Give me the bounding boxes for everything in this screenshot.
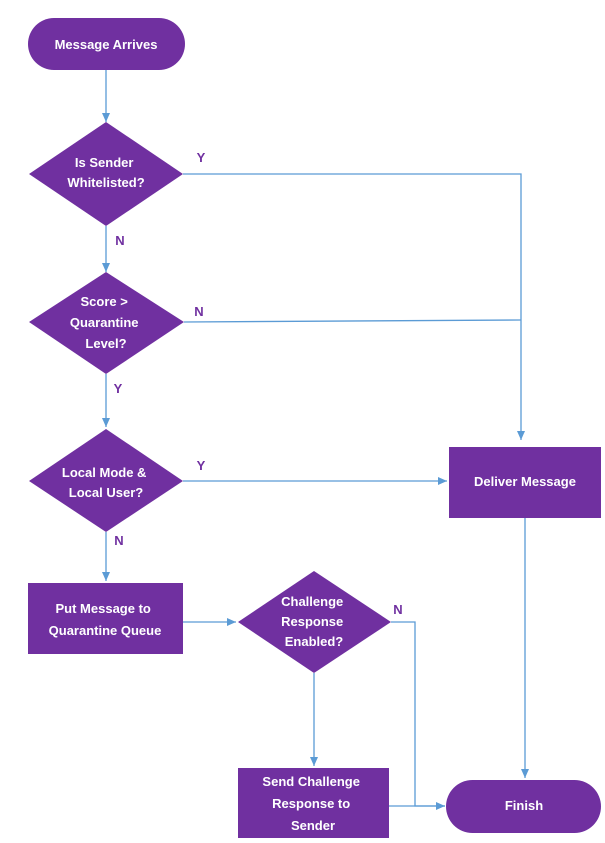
node-label-line: Finish <box>505 798 543 813</box>
edge-label-whitelisted-yes: Y <box>197 150 206 165</box>
svg-text:Message Arrives: Message Arrives <box>55 37 158 52</box>
node-label-line: Send Challenge <box>262 774 360 789</box>
node-score-quarantine-level: Score > Quarantine Level? <box>29 272 184 374</box>
node-label-line: Deliver Message <box>474 474 576 489</box>
svg-text:Challenge Response: Challenge Response Enabled? <box>281 594 347 649</box>
svg-text:Send Challenge Response: Send Challenge Response to Sender <box>262 774 363 833</box>
node-local-mode-local-user: Local Mode & Local User? <box>29 429 183 532</box>
edge-challenge-no <box>391 621 445 810</box>
node-label-line: Enabled? <box>285 634 344 649</box>
node-challenge-response-enabled: Challenge Response Enabled? <box>238 571 391 673</box>
edge-label-score-no: N <box>194 304 203 319</box>
edge-label-local-yes: Y <box>197 458 206 473</box>
node-label-line: Local User? <box>69 485 143 500</box>
node-label-line: Whitelisted? <box>67 175 144 190</box>
edge-whitelisted-yes <box>183 173 525 440</box>
edge-label-score-yes: Y <box>114 381 123 396</box>
node-message-arrives: Message Arrives <box>28 18 185 70</box>
node-label-line: Response <box>281 614 343 629</box>
node-label-line: Quarantine <box>70 315 139 330</box>
svg-text:Local Mode & Local User?: Local Mode & Local User? <box>62 465 150 500</box>
node-label-line: Level? <box>85 336 126 351</box>
node-send-challenge-response: Send Challenge Response to Sender <box>238 768 389 838</box>
node-label-line: Challenge <box>281 594 343 609</box>
node-deliver-message: Deliver Message <box>449 447 601 518</box>
edge-label-local-no: N <box>114 533 123 548</box>
node-label-line: Local Mode & <box>62 465 147 480</box>
svg-text:Deliver Message: Deliver Message <box>474 474 576 489</box>
edge-label-challenge-no: N <box>393 602 402 617</box>
node-label-line: Quarantine Queue <box>49 623 162 638</box>
svg-text:Finish: Finish <box>505 798 543 813</box>
node-label-line: Sender <box>291 818 335 833</box>
node-label-line: Put Message to <box>56 601 151 616</box>
svg-text:Put Message to Quarantin: Put Message to Quarantine Queue <box>49 601 162 638</box>
node-label-line: Is Sender <box>75 155 134 170</box>
edge-label-whitelisted-no: N <box>115 233 124 248</box>
svg-text:Score > Quarantine: Score > Quarantine Level? <box>70 294 142 351</box>
node-label-line: Score > <box>81 294 129 309</box>
svg-text:Is Sender Whitelisted?: Is Sender Whitelisted? <box>67 155 144 190</box>
node-finish: Finish <box>446 780 601 833</box>
node-label-line: Message Arrives <box>55 37 158 52</box>
node-label-line: Response to <box>272 796 350 811</box>
node-put-message-quarantine: Put Message to Quarantine Queue <box>28 583 183 654</box>
edge-score-no <box>183 319 522 323</box>
node-is-sender-whitelisted: Is Sender Whitelisted? <box>29 122 183 226</box>
